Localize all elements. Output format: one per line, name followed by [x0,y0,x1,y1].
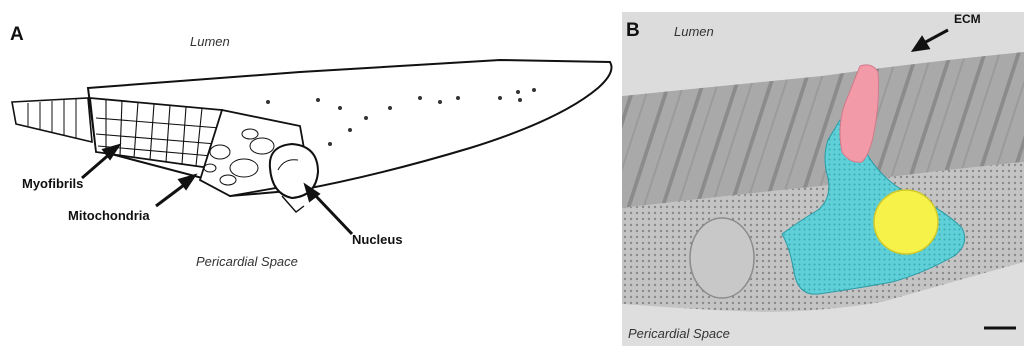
nucleus-label: Nucleus [352,232,403,247]
ecm-label: ECM [954,12,981,26]
mitochondria-label: Mitochondria [68,208,150,223]
myofibrils-label: Myofibrils [22,176,83,191]
neighbor-nucleus [690,218,754,298]
lumen-label-a: Lumen [190,34,230,49]
highlighted-nucleus [874,190,938,254]
panel-b-label: B [626,20,640,42]
electron-micrograph [622,12,1024,346]
cardiomyocyte-drawing [0,0,620,346]
lumen-label-b: Lumen [674,24,714,39]
panel-a-schematic: A Lumen Pericardial Space Myofibrils Mit… [0,0,620,346]
panel-a-label: A [10,24,24,46]
panel-b-micrograph: B Lumen ECM Pericardial Space [622,12,1024,346]
pericardial-label-b: Pericardial Space [628,326,730,341]
pericardial-label-a: Pericardial Space [196,254,298,269]
